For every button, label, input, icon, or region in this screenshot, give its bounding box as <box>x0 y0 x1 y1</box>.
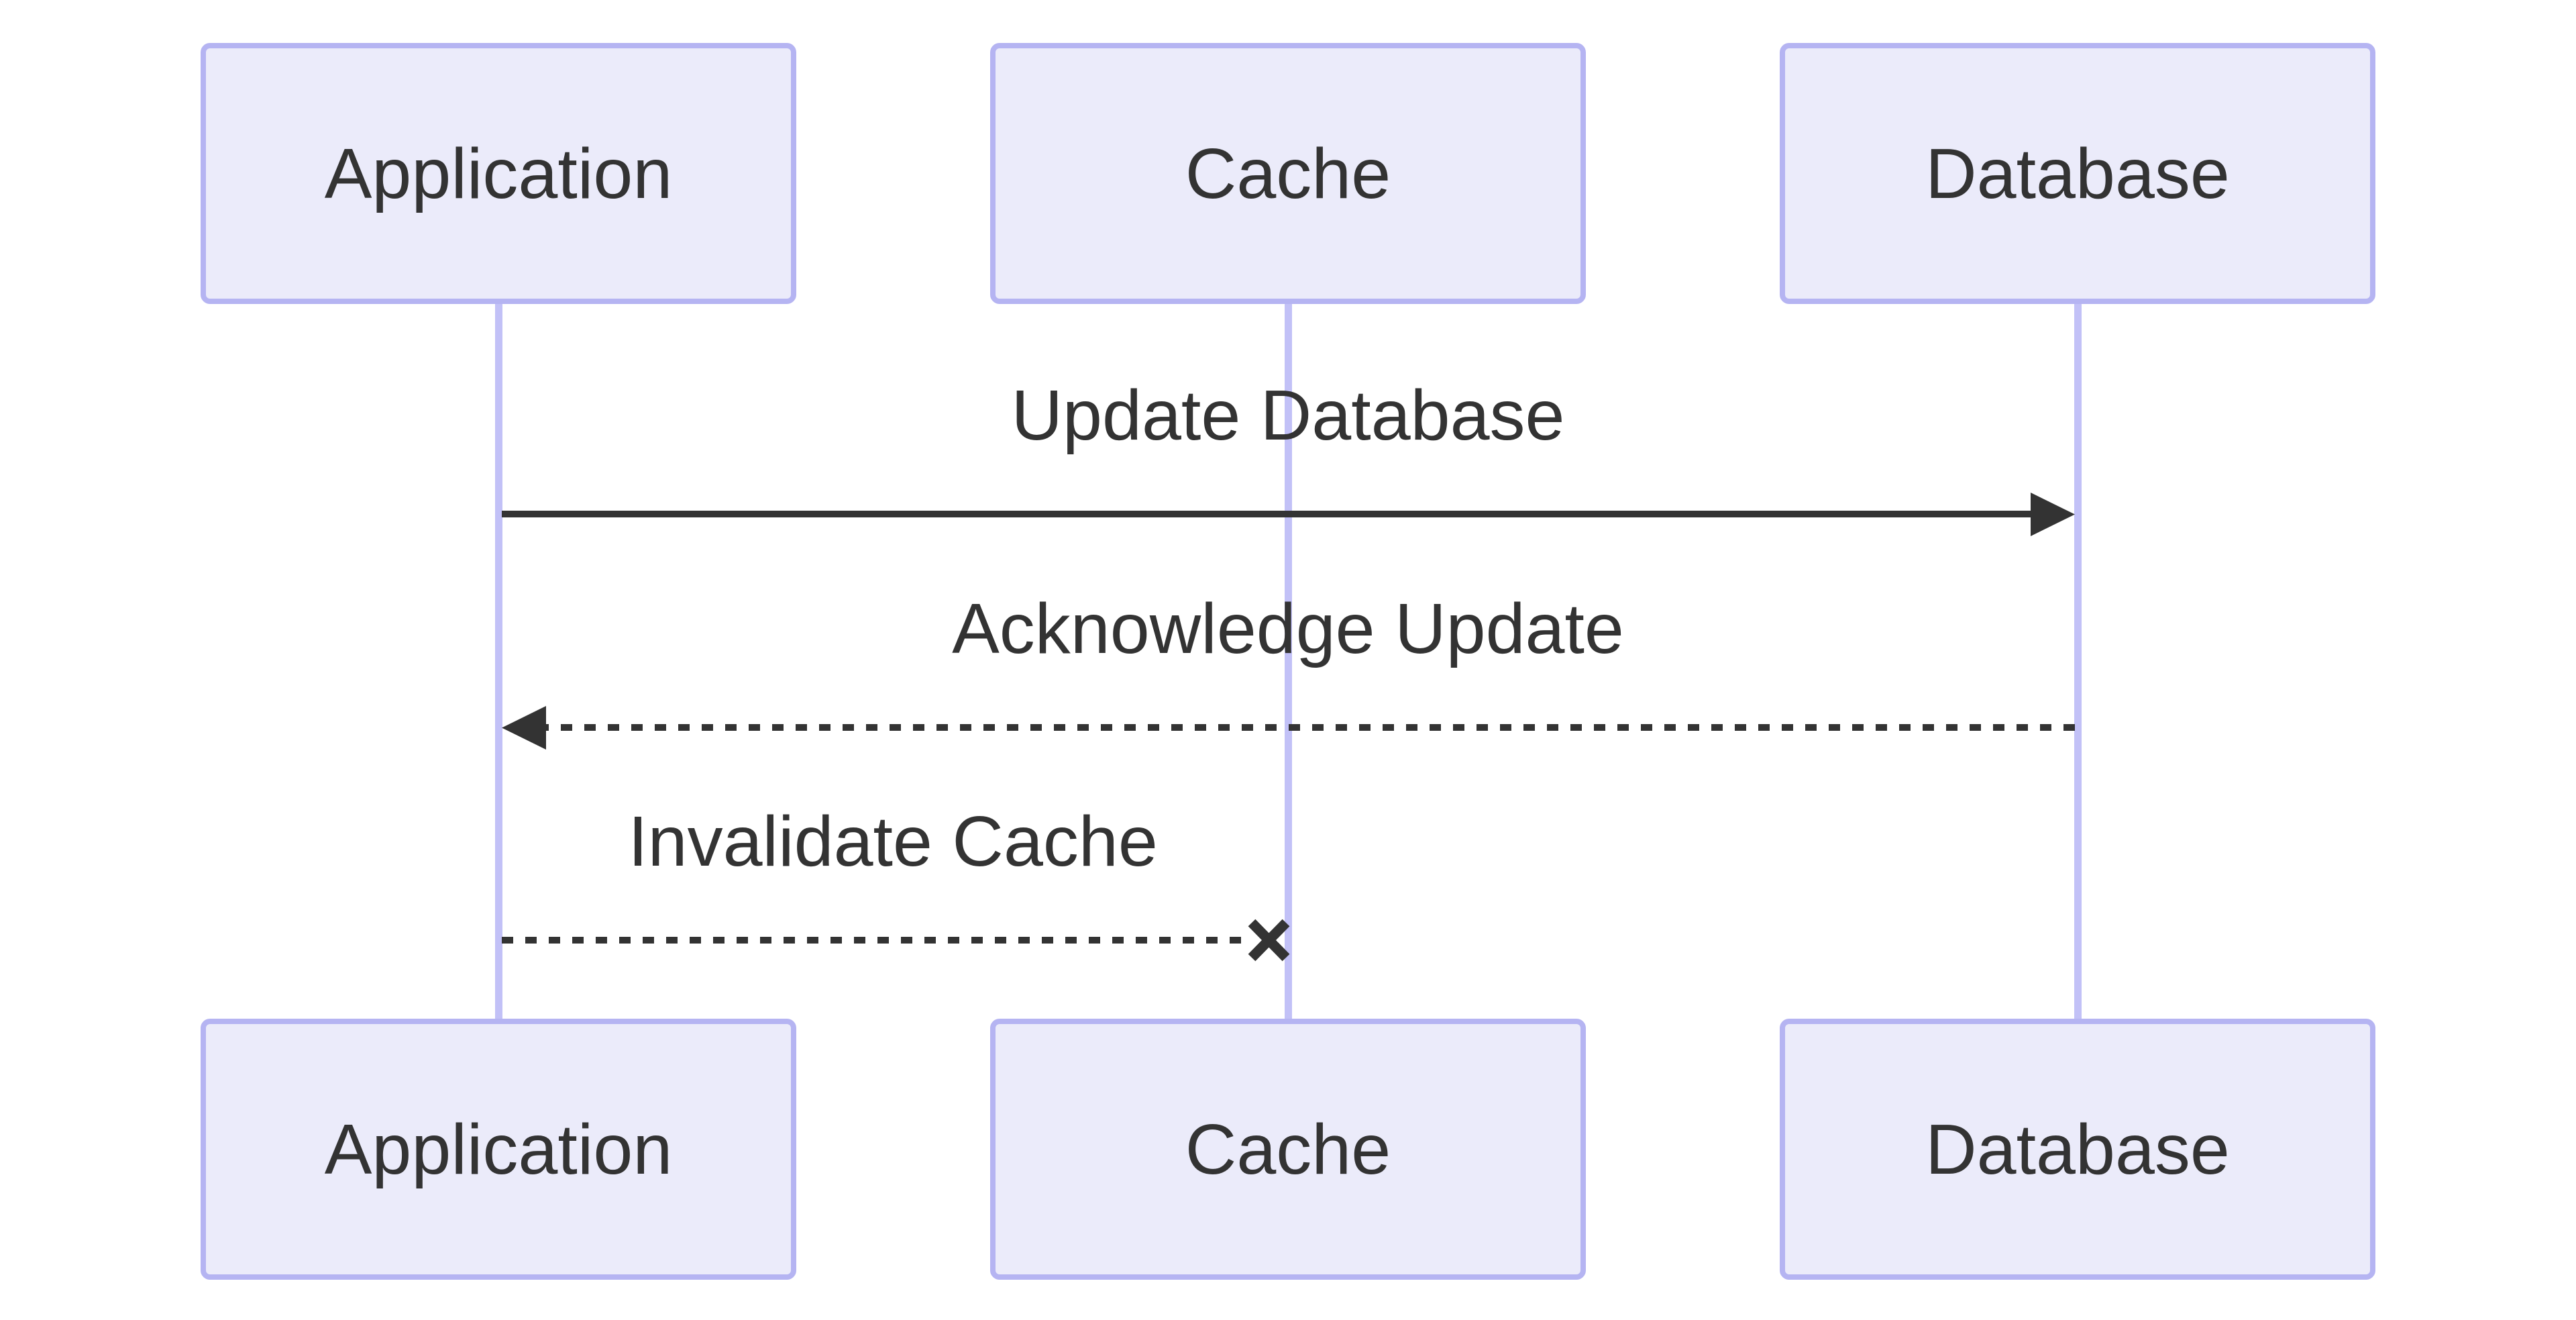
actor-label-application-bottom: Application <box>324 1109 673 1189</box>
message-3-cross-icon <box>1248 919 1290 962</box>
actor-box-database-top: Database <box>1780 43 2375 304</box>
actor-label-cache-top: Cache <box>1185 134 1391 213</box>
actor-label-cache-bottom: Cache <box>1185 1109 1391 1189</box>
message-2-arrowhead-icon <box>502 706 546 750</box>
actor-label-application-top: Application <box>324 134 673 213</box>
actor-box-cache-top: Cache <box>990 43 1586 304</box>
message-1-arrowhead-icon <box>2031 493 2075 536</box>
actor-label-database-bottom: Database <box>1925 1109 2230 1189</box>
message-3-label: Invalidate Cache <box>628 802 1158 881</box>
actor-box-application-bottom: Application <box>201 1019 796 1280</box>
actor-box-cache-bottom: Cache <box>990 1019 1586 1280</box>
actor-box-database-bottom: Database <box>1780 1019 2375 1280</box>
message-1-label: Update Database <box>1011 376 1565 455</box>
actor-box-application-top: Application <box>201 43 796 304</box>
actor-label-database-top: Database <box>1925 134 2230 213</box>
message-2-label: Acknowledge Update <box>952 589 1624 668</box>
